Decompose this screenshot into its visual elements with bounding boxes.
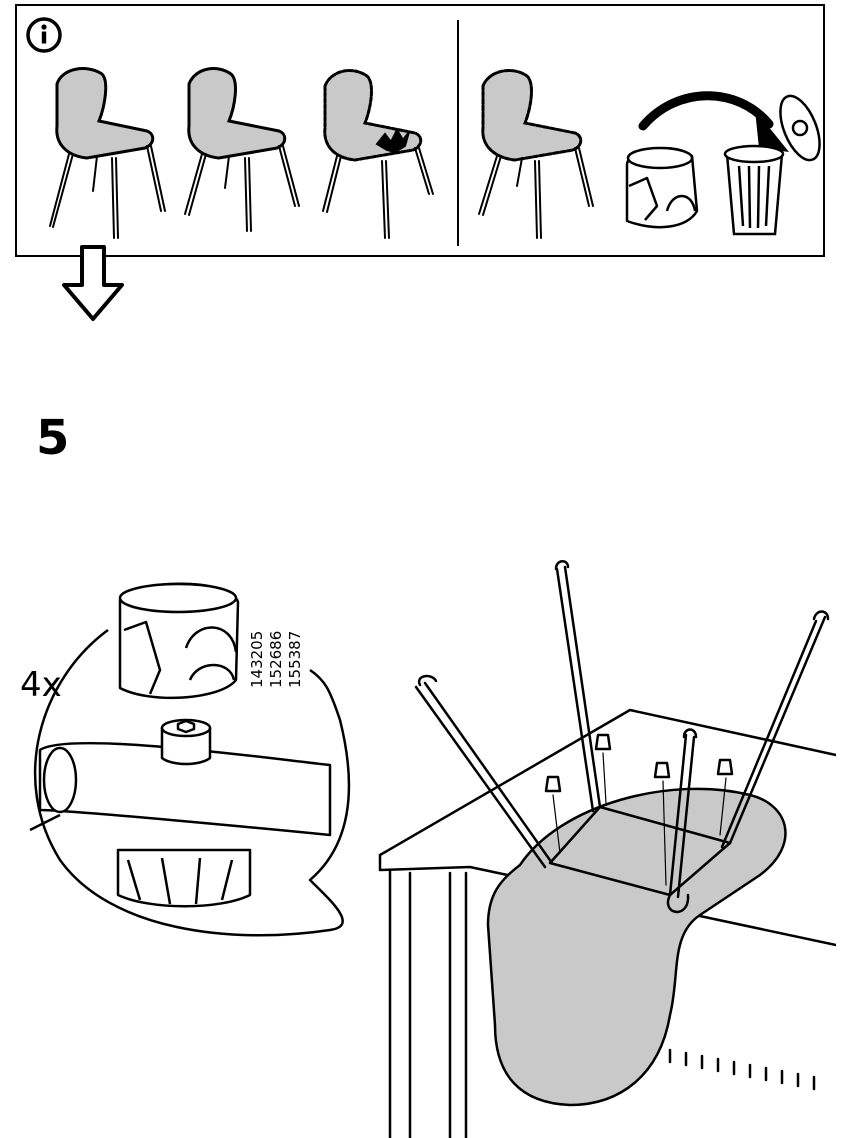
trash-bin-icon (723, 94, 821, 236)
step-number: 5 (36, 410, 70, 466)
glide-detail-callout (29, 582, 351, 937)
info-panel (15, 4, 825, 257)
part-number-list: 143205 152686 155387 (248, 612, 328, 702)
chair-illustration-worn (322, 69, 434, 239)
arrow-curved-icon (638, 91, 774, 131)
panel-divider (457, 20, 459, 246)
panel-illustration (49, 67, 821, 239)
chair-illustration (49, 67, 166, 239)
part-number: 143205 (248, 630, 266, 688)
arrow-down-icon (62, 245, 124, 321)
info-icon (26, 17, 62, 53)
part-number: 155387 (286, 630, 304, 688)
chair-on-table-scene (378, 560, 836, 1138)
quantity-label: 4x (20, 665, 62, 705)
chair-illustration (184, 67, 300, 232)
part-number: 152686 (267, 630, 285, 688)
chair-illustration (478, 69, 594, 239)
chair-glide-part (625, 146, 699, 229)
